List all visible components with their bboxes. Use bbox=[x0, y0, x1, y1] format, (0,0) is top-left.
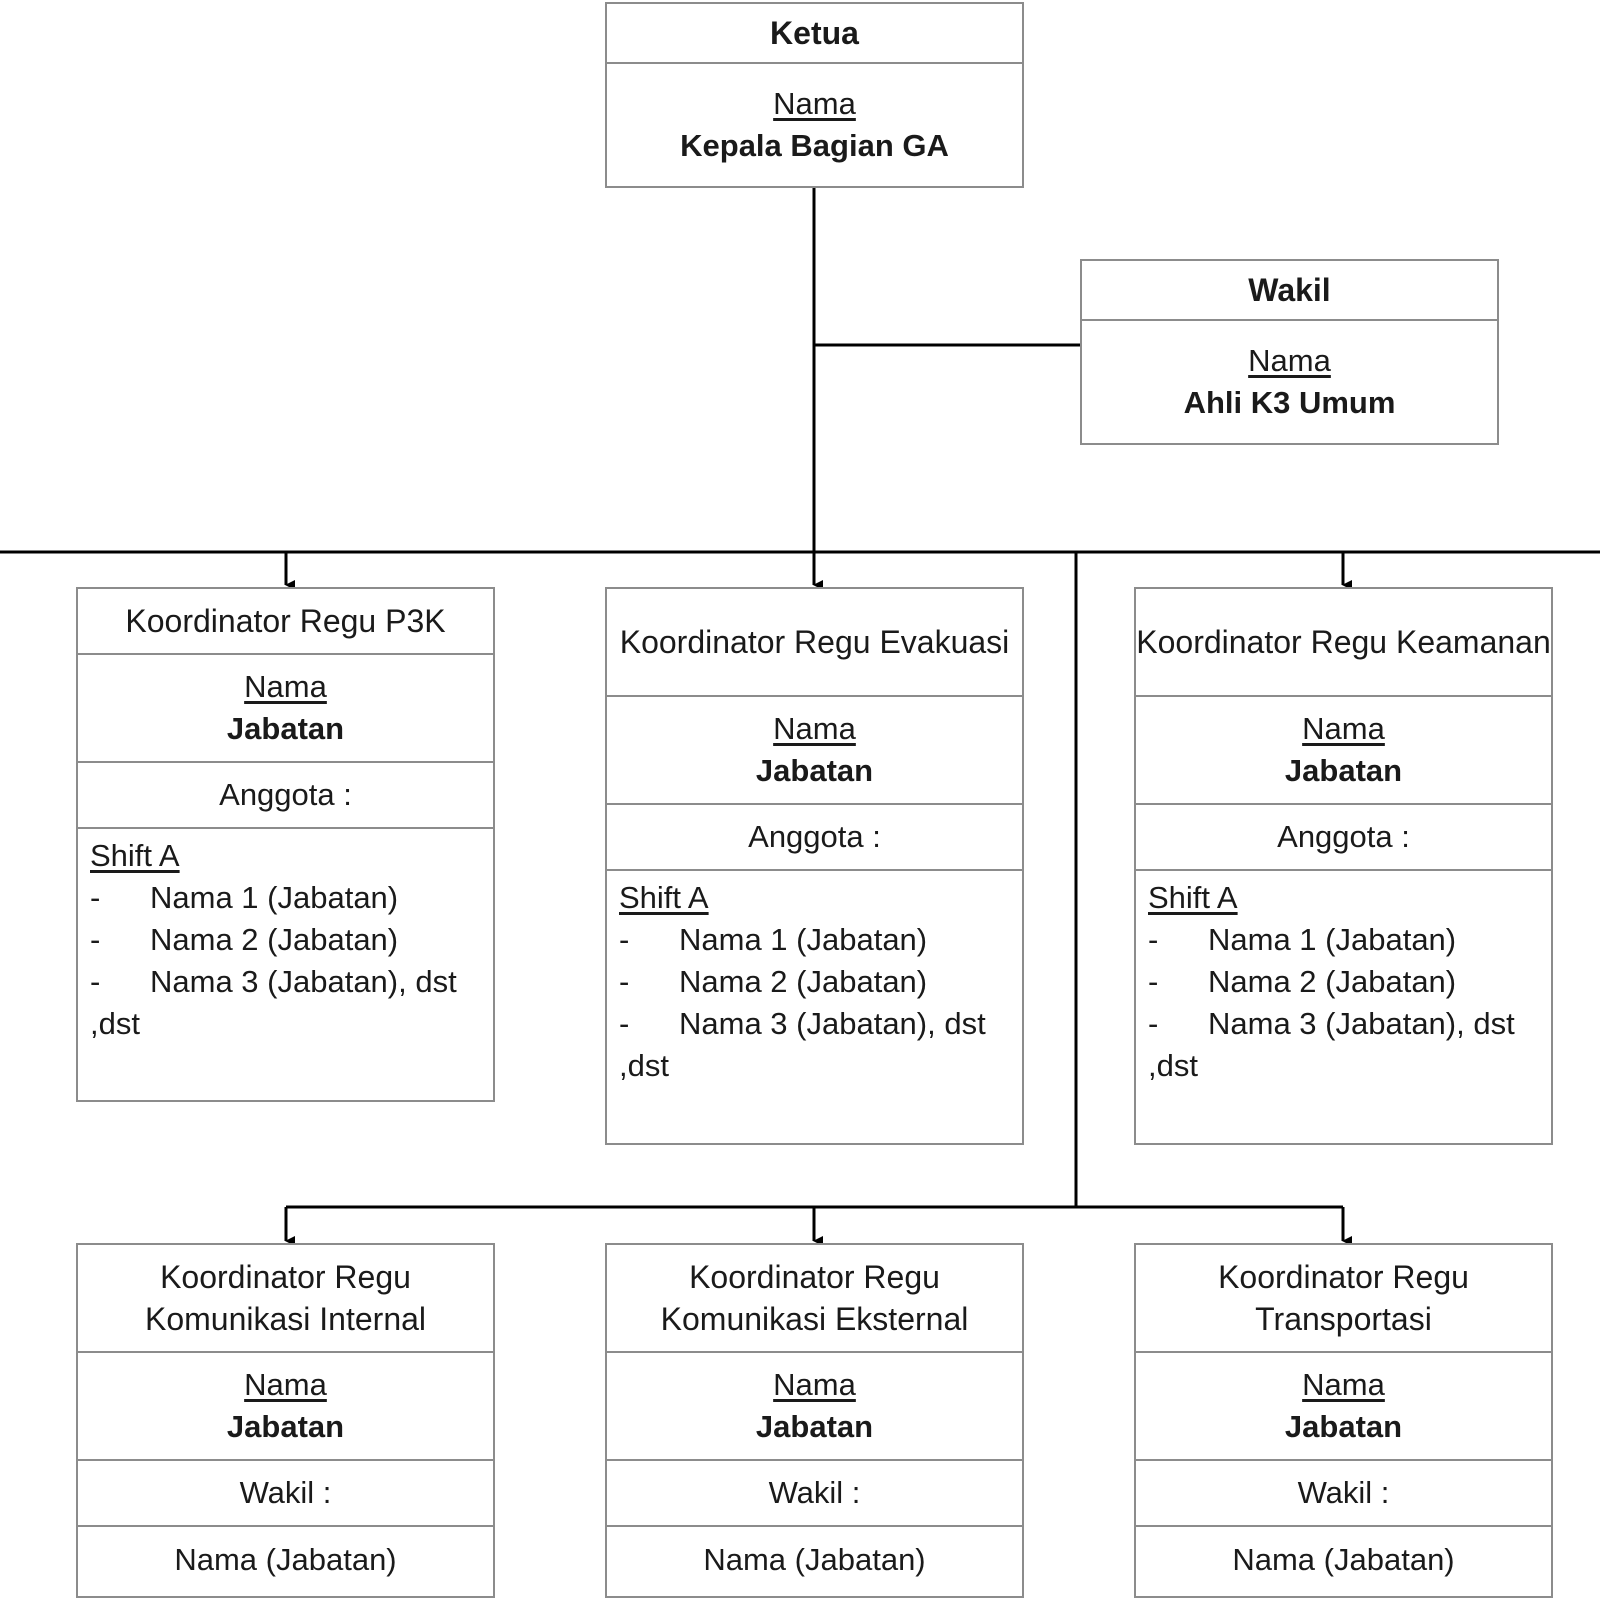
member-text: Nama 3 (Jabatan), dst bbox=[1208, 1006, 1515, 1041]
regu-komunikasi-internal-box: Koordinator Regu Komunikasi Internal Nam… bbox=[76, 1243, 495, 1598]
regu-name-label: Nama bbox=[1302, 1367, 1385, 1402]
regu-members: Shift A - Nama 1 (Jabatan) - Nama 2 (Jabat… bbox=[607, 871, 1022, 1093]
regu-wakil-name: Nama (Jabatan) bbox=[174, 1542, 397, 1577]
regu-name-label: Nama bbox=[244, 669, 327, 704]
member-item: - Nama 2 (Jabatan) bbox=[1148, 961, 1551, 1003]
regu-title: Koordinator Regu Transportasi bbox=[1136, 1245, 1551, 1353]
member-item: - Nama 1 (Jabatan) bbox=[1148, 919, 1551, 961]
regu-wakil-label: Wakil : bbox=[607, 1461, 1022, 1527]
regu-info: Nama Jabatan bbox=[78, 1353, 493, 1461]
dash: - bbox=[90, 922, 101, 957]
regu-name-label: Nama bbox=[773, 1367, 856, 1402]
ketua-title: Ketua bbox=[607, 4, 1022, 64]
member-item: - Nama 1 (Jabatan) bbox=[90, 877, 493, 919]
regu-role: Jabatan bbox=[1284, 753, 1403, 788]
regu-title: Koordinator Regu Evakuasi bbox=[607, 589, 1022, 697]
etc-text: ,dst bbox=[619, 1048, 669, 1083]
regu-p3k-box: Koordinator Regu P3K Nama Jabatan Anggot… bbox=[76, 587, 495, 1102]
regu-name-label: Nama bbox=[244, 1367, 327, 1402]
member-text: Nama 3 (Jabatan), dst bbox=[150, 964, 457, 999]
regu-info: Nama Jabatan bbox=[78, 655, 493, 763]
regu-wakil-name: Nama (Jabatan) bbox=[703, 1542, 926, 1577]
member-item: - Nama 3 (Jabatan), dst bbox=[1148, 1003, 1551, 1045]
shift-label: Shift A bbox=[1148, 880, 1238, 915]
member-item: - Nama 3 (Jabatan), dst bbox=[90, 961, 493, 1003]
member-text: Nama 2 (Jabatan) bbox=[150, 922, 399, 957]
member-text: Nama 1 (Jabatan) bbox=[1208, 922, 1457, 957]
member-item: - Nama 1 (Jabatan) bbox=[619, 919, 1022, 961]
member-text: Nama 3 (Jabatan), dst bbox=[679, 1006, 986, 1041]
regu-title: Koordinator Regu Komunikasi Eksternal bbox=[607, 1245, 1022, 1353]
regu-info: Nama Jabatan bbox=[607, 697, 1022, 805]
member-text: Nama 1 (Jabatan) bbox=[679, 922, 928, 957]
ketua-name-label: Nama bbox=[773, 86, 856, 121]
regu-transportasi-box: Koordinator Regu Transportasi Nama Jabat… bbox=[1134, 1243, 1553, 1598]
shift-label: Shift A bbox=[90, 838, 180, 873]
regu-role: Jabatan bbox=[226, 711, 345, 746]
dash: - bbox=[90, 880, 101, 915]
regu-evakuasi-box: Koordinator Regu Evakuasi Nama Jabatan A… bbox=[605, 587, 1024, 1145]
ketua-box: Ketua Nama Kepala Bagian GA bbox=[605, 2, 1024, 188]
member-text: Nama 1 (Jabatan) bbox=[150, 880, 399, 915]
wakil-name-label: Nama bbox=[1248, 343, 1331, 378]
regu-komunikasi-eksternal-box: Koordinator Regu Komunikasi Eksternal Na… bbox=[605, 1243, 1024, 1598]
member-text: Nama 2 (Jabatan) bbox=[679, 964, 928, 999]
regu-members: Shift A - Nama 1 (Jabatan) - Nama 2 (Jabat… bbox=[1136, 871, 1551, 1093]
dash: - bbox=[619, 1006, 630, 1041]
regu-info: Nama Jabatan bbox=[607, 1353, 1022, 1461]
regu-name-label: Nama bbox=[1302, 711, 1385, 746]
regu-role: Jabatan bbox=[1284, 1409, 1403, 1444]
regu-info: Nama Jabatan bbox=[1136, 1353, 1551, 1461]
dash: - bbox=[90, 964, 101, 999]
regu-title: Koordinator Regu P3K bbox=[78, 589, 493, 655]
regu-role: Jabatan bbox=[755, 1409, 874, 1444]
dash: - bbox=[619, 922, 630, 957]
regu-role: Jabatan bbox=[226, 1409, 345, 1444]
ketua-role: Kepala Bagian GA bbox=[680, 128, 949, 163]
shift-label: Shift A bbox=[619, 880, 709, 915]
etc-text: ,dst bbox=[1148, 1048, 1198, 1083]
regu-info: Nama Jabatan bbox=[1136, 697, 1551, 805]
etc-text: ,dst bbox=[90, 1006, 140, 1041]
regu-role: Jabatan bbox=[755, 753, 874, 788]
regu-name-label: Nama bbox=[773, 711, 856, 746]
wakil-box: Wakil Nama Ahli K3 Umum bbox=[1080, 259, 1499, 445]
regu-members: Shift A - Nama 1 (Jabatan) - Nama 2 (Jabat… bbox=[78, 829, 493, 1051]
wakil-title: Wakil bbox=[1082, 261, 1497, 321]
wakil-role: Ahli K3 Umum bbox=[1183, 385, 1396, 420]
dash: - bbox=[1148, 1006, 1159, 1041]
regu-anggota-label: Anggota : bbox=[78, 763, 493, 829]
ketua-info: Nama Kepala Bagian GA bbox=[607, 64, 1022, 186]
member-item: - Nama 2 (Jabatan) bbox=[619, 961, 1022, 1003]
dash: - bbox=[1148, 964, 1159, 999]
regu-wakil-name: Nama (Jabatan) bbox=[1232, 1542, 1455, 1577]
regu-title: Koordinator Regu Keamanan bbox=[1136, 589, 1551, 697]
regu-anggota-label: Anggota : bbox=[1136, 805, 1551, 871]
member-text: Nama 2 (Jabatan) bbox=[1208, 964, 1457, 999]
dash: - bbox=[1148, 922, 1159, 957]
regu-keamanan-box: Koordinator Regu Keamanan Nama Jabatan A… bbox=[1134, 587, 1553, 1145]
member-item: - Nama 2 (Jabatan) bbox=[90, 919, 493, 961]
regu-title: Koordinator Regu Komunikasi Internal bbox=[78, 1245, 493, 1353]
regu-anggota-label: Anggota : bbox=[607, 805, 1022, 871]
regu-wakil-label: Wakil : bbox=[1136, 1461, 1551, 1527]
dash: - bbox=[619, 964, 630, 999]
wakil-info: Nama Ahli K3 Umum bbox=[1082, 321, 1497, 443]
member-item: - Nama 3 (Jabatan), dst bbox=[619, 1003, 1022, 1045]
regu-wakil-label: Wakil : bbox=[78, 1461, 493, 1527]
